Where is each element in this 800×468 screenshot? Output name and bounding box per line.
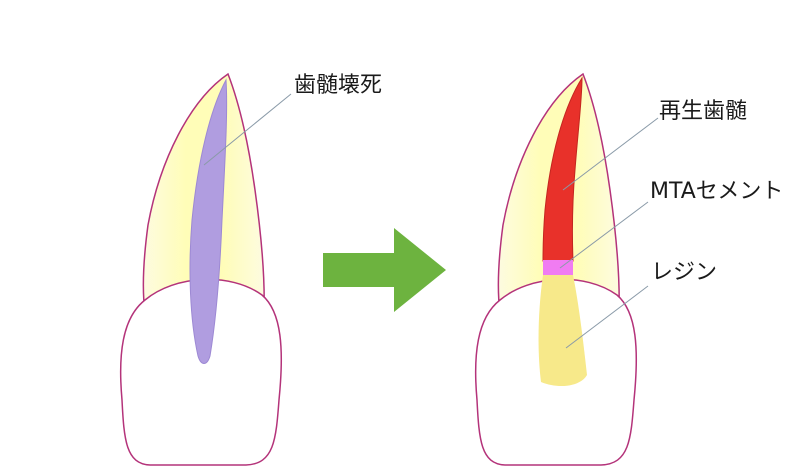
label-regenerated-pulp: 再生歯髄 <box>659 99 747 124</box>
leader-line-mta <box>559 201 649 269</box>
mta-cement-layer <box>543 260 573 275</box>
leader-line-necrosis <box>203 93 292 166</box>
leader-line-resin <box>565 285 649 349</box>
right-arrow-icon <box>323 228 446 312</box>
tooth-before-crown <box>119 278 283 466</box>
label-pulp-necrosis: 歯髄壊死 <box>294 73 382 98</box>
label-resin: レジン <box>651 260 717 285</box>
tooth-before <box>119 72 283 466</box>
label-mta-cement: MTAセメント <box>650 179 783 204</box>
leader-lines <box>203 93 659 349</box>
tooth-after <box>474 72 638 466</box>
leader-line-regenerated <box>562 117 659 191</box>
necrotic-pulp <box>189 78 228 364</box>
resin-filling <box>538 275 587 387</box>
